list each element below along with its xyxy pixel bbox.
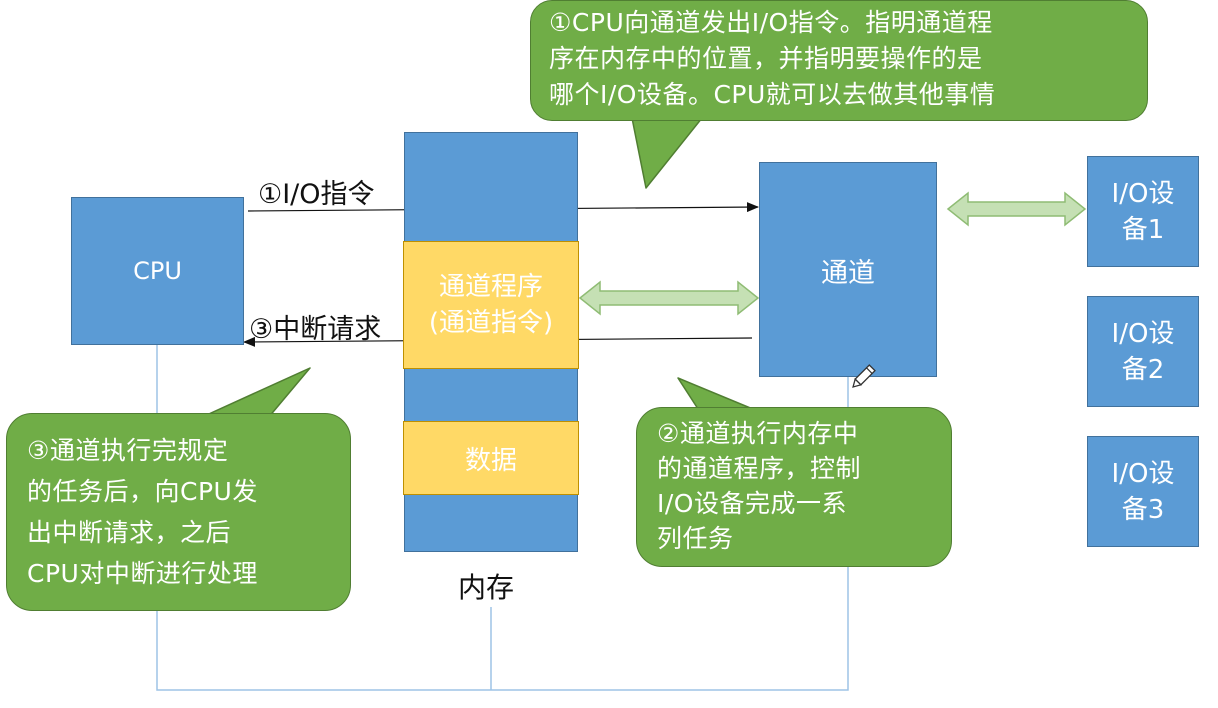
callout-step1: ①CPU向通道发出I/O指令。指明通道程 序在内存中的位置，并指明要操作的是 哪… xyxy=(530,0,1148,121)
callout-step3-line3: 出中断请求，之后 xyxy=(27,518,232,547)
callout-step1-line3: 哪个I/O设备。CPU就可以去做其他事情 xyxy=(549,80,996,109)
cpu-box: CPU xyxy=(71,197,244,345)
io-device-3-box: I/O设 备3 xyxy=(1087,436,1199,547)
callout-step3-line1: ③通道执行完规定 xyxy=(27,436,229,465)
callout-step1-tail xyxy=(631,117,703,189)
io-device-1-label-line1: I/O设 xyxy=(1111,178,1175,209)
channel-instruction-label: (通道指令) xyxy=(428,308,554,338)
io-device-2-label-line1: I/O设 xyxy=(1111,318,1175,349)
data-segment: 数据 xyxy=(403,421,579,495)
io-device-3-label-line1: I/O设 xyxy=(1111,458,1175,489)
channel-program-segment: 通道程序 (通道指令) xyxy=(403,241,579,369)
channel-io-double-arrow xyxy=(946,191,1087,227)
callout-step3-line2: 的任务后，向CPU发 xyxy=(27,477,258,506)
channel-box: 通道 xyxy=(759,162,937,377)
io-device-2-box: I/O设 备2 xyxy=(1087,296,1199,407)
memory-channel-double-arrow xyxy=(578,280,760,316)
io-device-1-box: I/O设 备1 xyxy=(1087,156,1199,267)
io-instruction-label: ①I/O指令 xyxy=(258,179,375,210)
callout-step1-line1: ①CPU向通道发出I/O指令。指明通道程 xyxy=(549,8,993,37)
data-segment-label: 数据 xyxy=(464,445,517,476)
io-device-1-label-line2: 备1 xyxy=(1121,214,1165,245)
cpu-label: CPU xyxy=(133,257,182,285)
io-device-3-label-line2: 备3 xyxy=(1121,494,1165,525)
io-device-2-label-line2: 备2 xyxy=(1121,354,1165,385)
callout-step2-line1: ②通道执行内存中 xyxy=(657,419,859,448)
memory-label: 内存 xyxy=(458,571,515,604)
callout-step2-line4: 列任务 xyxy=(657,524,734,553)
callout-step3: ③通道执行完规定 的任务后，向CPU发 出中断请求，之后 CPU对中断进行处理 xyxy=(6,413,351,611)
callout-step2-line2: 的通道程序，控制 xyxy=(657,454,862,483)
channel-program-label: 通道程序 xyxy=(438,272,543,302)
interrupt-request-label: ③中断请求 xyxy=(249,314,382,345)
callout-step2: ②通道执行内存中 的通道程序，控制 I/O设备完成一系 列任务 xyxy=(636,407,952,567)
callout-step1-line2: 序在内存中的位置，并指明要操作的是 xyxy=(549,44,983,73)
callout-step2-line3: I/O设备完成一系 xyxy=(657,489,847,518)
callout-step3-tail xyxy=(199,367,311,419)
callout-step3-line4: CPU对中断进行处理 xyxy=(27,559,258,588)
channel-label: 通道 xyxy=(821,258,875,289)
